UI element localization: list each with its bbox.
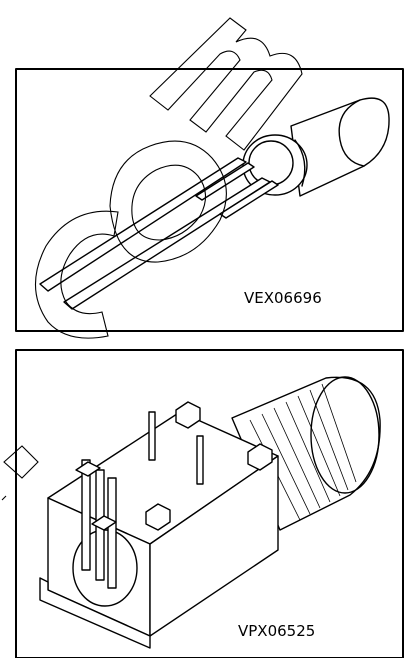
panel-bottom: VPX06525: [15, 349, 404, 658]
watermark-outline: [1, 17, 303, 501]
connector-right-angle-drawing: [39, 376, 381, 649]
panel-top: VEX06696: [15, 68, 404, 332]
panel-bottom-frame: [15, 349, 404, 658]
panel-top-label: VEX06696: [244, 289, 322, 307]
panel-bottom-label: VPX06525: [238, 622, 315, 640]
panel-top-frame: [15, 68, 404, 332]
connector-straight-drawing: [39, 97, 390, 310]
